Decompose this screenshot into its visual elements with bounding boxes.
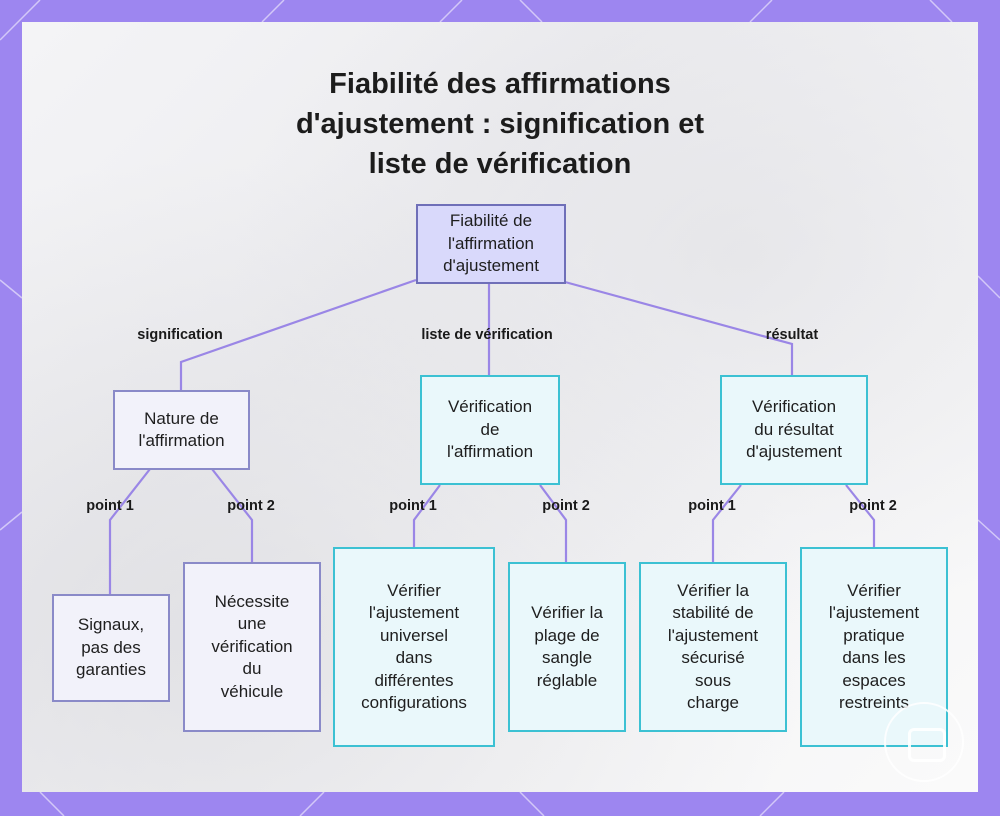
edge-label-point2: point 2: [227, 498, 275, 514]
node-text-line: d'ajustement: [443, 256, 539, 276]
node-text-line: pratique: [843, 625, 905, 645]
edge-root-resultat: [564, 280, 794, 375]
title-line: liste de vérification: [368, 148, 632, 180]
node-text-line: l'ajustement: [667, 625, 759, 645]
node-text-line: Vérification: [447, 397, 533, 417]
edge-label-point1: point 1: [86, 498, 134, 514]
edge-label-resultat: résultat: [765, 327, 819, 343]
node-text-line: Vérifier la: [531, 603, 603, 622]
edge-mean-point2: [211, 468, 254, 562]
node-text-line: restreints: [839, 693, 909, 712]
node-text-line: Nature de: [144, 408, 219, 428]
node-text-line: vérification: [211, 636, 293, 656]
edge-label-point2: point 2: [542, 498, 590, 514]
node-text-line: l'affirmation: [446, 442, 534, 462]
node-plage-sangle: Vérifier la plage de sangle réglable: [508, 562, 626, 732]
node-text-line: Nécessite: [214, 591, 290, 611]
diagram-title: Fiabilité des affirmations d'ajustement …: [0, 64, 1000, 184]
node-text-line: sous: [695, 670, 731, 690]
node-text-line: universel: [379, 625, 449, 645]
edge-verif-point1: [412, 484, 441, 547]
node-verification-affirmation: Vérification de l'affirmation: [420, 375, 560, 485]
edge-label-signification: signification: [137, 327, 223, 343]
node-text-line: stabilité de: [672, 603, 754, 622]
node-text-line: véhicule: [220, 681, 284, 701]
edge-result-point2: [845, 484, 876, 547]
edge-root-signification: [179, 278, 417, 391]
node-text-line: sangle: [541, 648, 593, 667]
node-stabilite-charge: Vérifier la stabilité de l'ajustement sé…: [639, 562, 787, 732]
node-ajustement-universel: Vérifier l'ajustement universel dans dif…: [333, 547, 495, 747]
node-text-line: Vérification: [751, 397, 837, 417]
edge-label-point2: point 2: [849, 498, 897, 514]
edge-label-point1: point 1: [688, 498, 736, 514]
node-text-line: de: [480, 419, 500, 439]
node-root: Fiabilité de l'affirmation d'ajustement: [416, 204, 566, 284]
node-text-line: différentes: [374, 670, 454, 690]
node-text-line: Signaux,: [77, 615, 145, 635]
edge-result-point1: [711, 484, 742, 562]
node-text-line: Vérifier: [847, 580, 901, 600]
watermark-logo-icon: [884, 702, 964, 782]
node-text-line: l'affirmation: [138, 431, 225, 450]
node-text-line: configurations: [361, 693, 467, 712]
node-text-line: l'ajustement: [368, 603, 460, 622]
node-text-line: une: [237, 614, 267, 634]
node-signaux-garanties: Signaux, pas des garanties: [52, 594, 170, 702]
edge-verif-point2: [539, 484, 568, 562]
title-line: d'ajustement : signification et: [295, 108, 705, 140]
edge-mean-point1: [108, 468, 151, 594]
edge-label-liste-verification: liste de vérification: [421, 327, 553, 343]
node-text-line: Vérifier: [387, 580, 441, 600]
title-line: Fiabilité des affirmations: [329, 68, 671, 100]
node-text-line: pas des: [81, 637, 141, 657]
node-verification-resultat: Vérification du résultat d'ajustement: [720, 375, 868, 485]
node-text-line: réglable: [536, 670, 598, 690]
node-verification-vehicule: Nécessite une vérification du véhicule: [183, 562, 321, 732]
node-nature-affirmation: Nature de l'affirmation: [113, 390, 250, 470]
node-text-line: dans: [395, 648, 433, 667]
node-text-line: l'affirmation: [447, 233, 535, 253]
node-text-line: du: [242, 659, 262, 679]
node-text-line: plage de: [534, 625, 600, 645]
node-text-line: Vérifier la: [677, 580, 749, 600]
node-text-line: d'ajustement: [746, 442, 842, 462]
node-text-line: l'ajustement: [828, 603, 920, 622]
node-text-line: garanties: [76, 660, 146, 680]
edge-label-point1: point 1: [389, 498, 437, 514]
node-text-line: du résultat: [754, 419, 834, 439]
node-text-line: espaces: [842, 670, 906, 690]
node-text-line: Fiabilité de: [449, 211, 533, 231]
node-text-line: dans les: [842, 648, 906, 667]
node-text-line: sécurisé: [681, 648, 745, 667]
node-text-line: charge: [687, 693, 739, 712]
